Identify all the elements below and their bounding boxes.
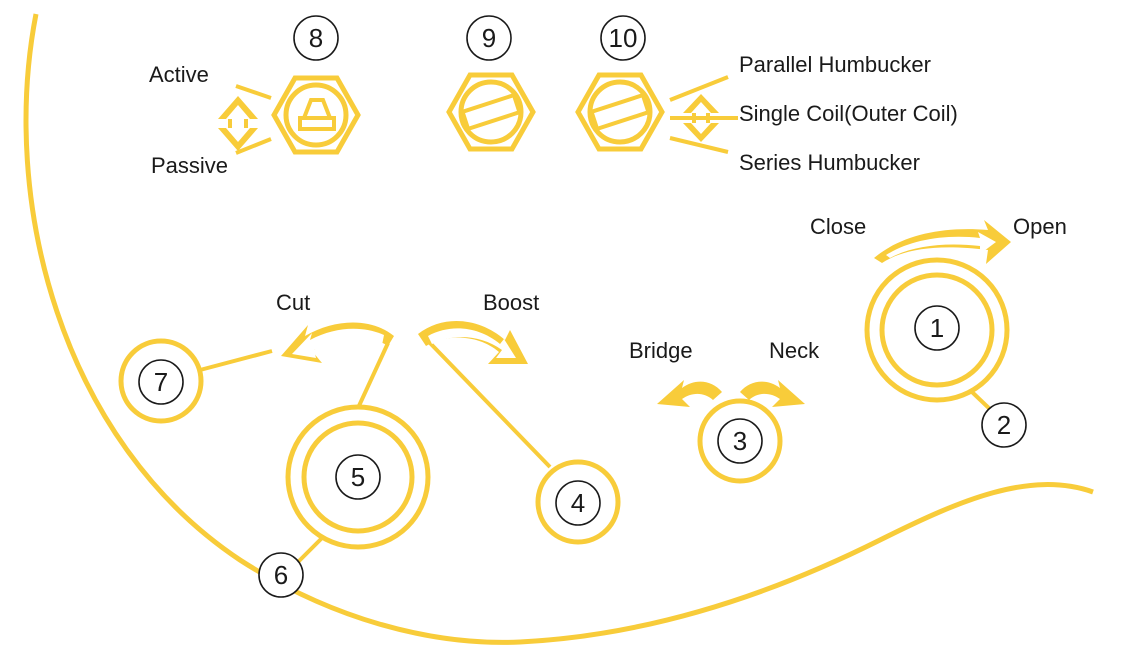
pickup-selector-knob[interactable] bbox=[697, 398, 783, 484]
knob-7-leader bbox=[199, 349, 273, 372]
label-boost: Boost bbox=[483, 290, 539, 315]
svg-text:2: 2 bbox=[997, 410, 1011, 440]
knob-5-leader bbox=[356, 342, 390, 409]
callout-2: 2 bbox=[981, 402, 1027, 448]
body-outline bbox=[23, 13, 1094, 645]
svg-text:7: 7 bbox=[154, 367, 168, 397]
label-neck: Neck bbox=[769, 338, 820, 363]
callout-8: 8 bbox=[293, 15, 339, 61]
svg-text:10: 10 bbox=[609, 23, 638, 53]
label-cut: Cut bbox=[276, 290, 310, 315]
active-passive-arrow bbox=[218, 96, 258, 151]
mini-switch-9[interactable] bbox=[446, 72, 536, 152]
callout-1: 1 bbox=[914, 305, 960, 351]
series-leader bbox=[669, 136, 729, 154]
svg-text:3: 3 bbox=[733, 426, 747, 456]
callout-5: 5 bbox=[335, 454, 381, 500]
svg-text:6: 6 bbox=[274, 560, 288, 590]
callout-7: 7 bbox=[138, 359, 184, 405]
active-passive-switch[interactable] bbox=[271, 75, 361, 155]
knob-7[interactable] bbox=[118, 338, 204, 424]
knob-4[interactable] bbox=[535, 459, 621, 545]
close-open-arrow bbox=[874, 220, 1011, 264]
label-close: Close bbox=[810, 214, 866, 239]
label-single-coil: Single Coil(Outer Coil) bbox=[739, 101, 958, 126]
active-leader bbox=[235, 84, 272, 100]
svg-text:8: 8 bbox=[309, 23, 323, 53]
svg-text:1: 1 bbox=[930, 313, 944, 343]
label-parallel-humbucker: Parallel Humbucker bbox=[739, 52, 931, 77]
callout-4: 4 bbox=[555, 480, 601, 526]
knob-6-leader bbox=[296, 536, 324, 564]
pickup-mode-arrow bbox=[670, 94, 738, 142]
boost-arrow bbox=[418, 321, 528, 364]
callout-10: 10 bbox=[600, 15, 646, 61]
pickup-mode-switch[interactable] bbox=[575, 72, 665, 152]
passive-leader bbox=[235, 137, 272, 155]
label-bridge: Bridge bbox=[629, 338, 693, 363]
label-open: Open bbox=[1013, 214, 1067, 239]
label-active: Active bbox=[149, 62, 209, 87]
callout-6: 6 bbox=[258, 552, 304, 598]
label-passive: Passive bbox=[151, 153, 228, 178]
svg-text:5: 5 bbox=[351, 462, 365, 492]
parallel-leader bbox=[669, 75, 729, 102]
volume-knob[interactable] bbox=[864, 257, 1010, 403]
callout-3: 3 bbox=[717, 418, 763, 464]
knob-4-leader bbox=[428, 341, 552, 469]
svg-text:4: 4 bbox=[571, 488, 585, 518]
neck-arrow bbox=[740, 380, 805, 407]
label-series-humbucker: Series Humbucker bbox=[739, 150, 920, 175]
svg-text:9: 9 bbox=[482, 23, 496, 53]
cut-arrow bbox=[281, 322, 394, 363]
callout-9: 9 bbox=[466, 15, 512, 61]
bridge-arrow bbox=[657, 380, 722, 407]
